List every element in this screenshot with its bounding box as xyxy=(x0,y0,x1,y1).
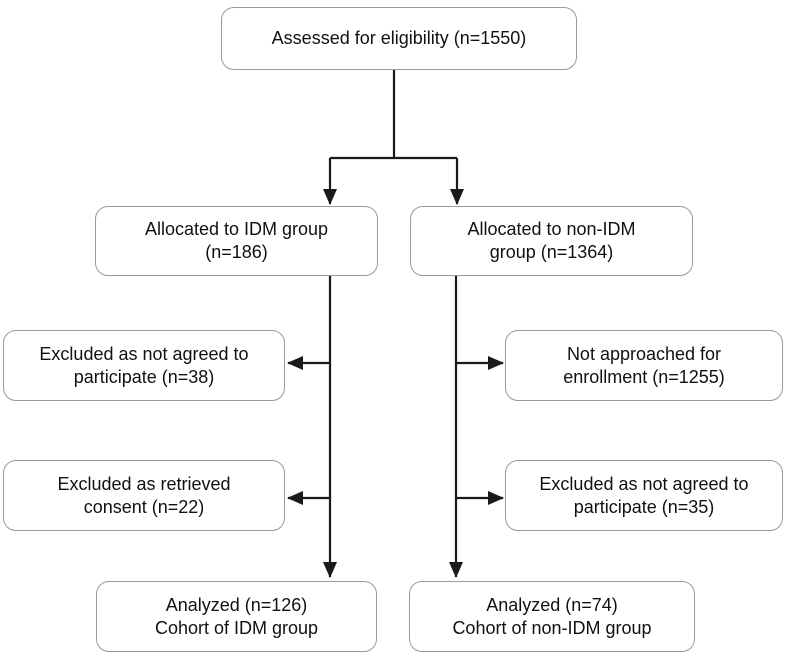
node-excluded-retrieved-22: Excluded as retrieved consent (n=22) xyxy=(3,460,285,531)
node-text-line: Cohort of IDM group xyxy=(154,617,319,638)
node-text-line: Cohort of non-IDM group xyxy=(452,617,652,638)
node-text-line: Excluded as retrieved xyxy=(57,473,231,494)
node-text-line: Excluded as not agreed to xyxy=(539,473,749,494)
node-analyzed-non-idm: Analyzed (n=74) Cohort of non-IDM group xyxy=(409,581,695,652)
node-text-line: consent (n=22) xyxy=(83,496,205,517)
node-text-line: Analyzed (n=74) xyxy=(486,594,618,615)
node-excluded-not-agreed-38: Excluded as not agreed to participate (n… xyxy=(3,330,285,401)
node-text-line: (n=186) xyxy=(205,242,268,262)
node-text-line: Allocated to non-IDM xyxy=(467,219,636,239)
node-excluded-not-agreed-35: Excluded as not agreed to participate (n… xyxy=(505,460,783,531)
node-text-line: enrollment (n=1255) xyxy=(563,366,725,387)
node-text-line: Allocated to IDM group xyxy=(144,219,329,239)
node-text-line: Not approached for xyxy=(566,343,722,364)
node-text-line: Assessed for eligibility (n=1550) xyxy=(271,28,527,48)
node-allocated-idm: Allocated to IDM group (n=186) xyxy=(95,206,378,276)
node-text-line: Excluded as not agreed to xyxy=(39,343,249,364)
node-text-line: participate (n=38) xyxy=(73,366,215,387)
node-text-line: participate (n=35) xyxy=(573,496,715,517)
node-analyzed-idm: Analyzed (n=126) Cohort of IDM group xyxy=(96,581,377,652)
node-text-line: group (n=1364) xyxy=(489,242,614,262)
node-allocated-non-idm: Allocated to non-IDM group (n=1364) xyxy=(410,206,693,276)
node-text-line: Analyzed (n=126) xyxy=(165,594,308,615)
node-assessed-eligibility: Assessed for eligibility (n=1550) xyxy=(221,7,577,70)
node-not-approached-1255: Not approached for enrollment (n=1255) xyxy=(505,330,783,401)
